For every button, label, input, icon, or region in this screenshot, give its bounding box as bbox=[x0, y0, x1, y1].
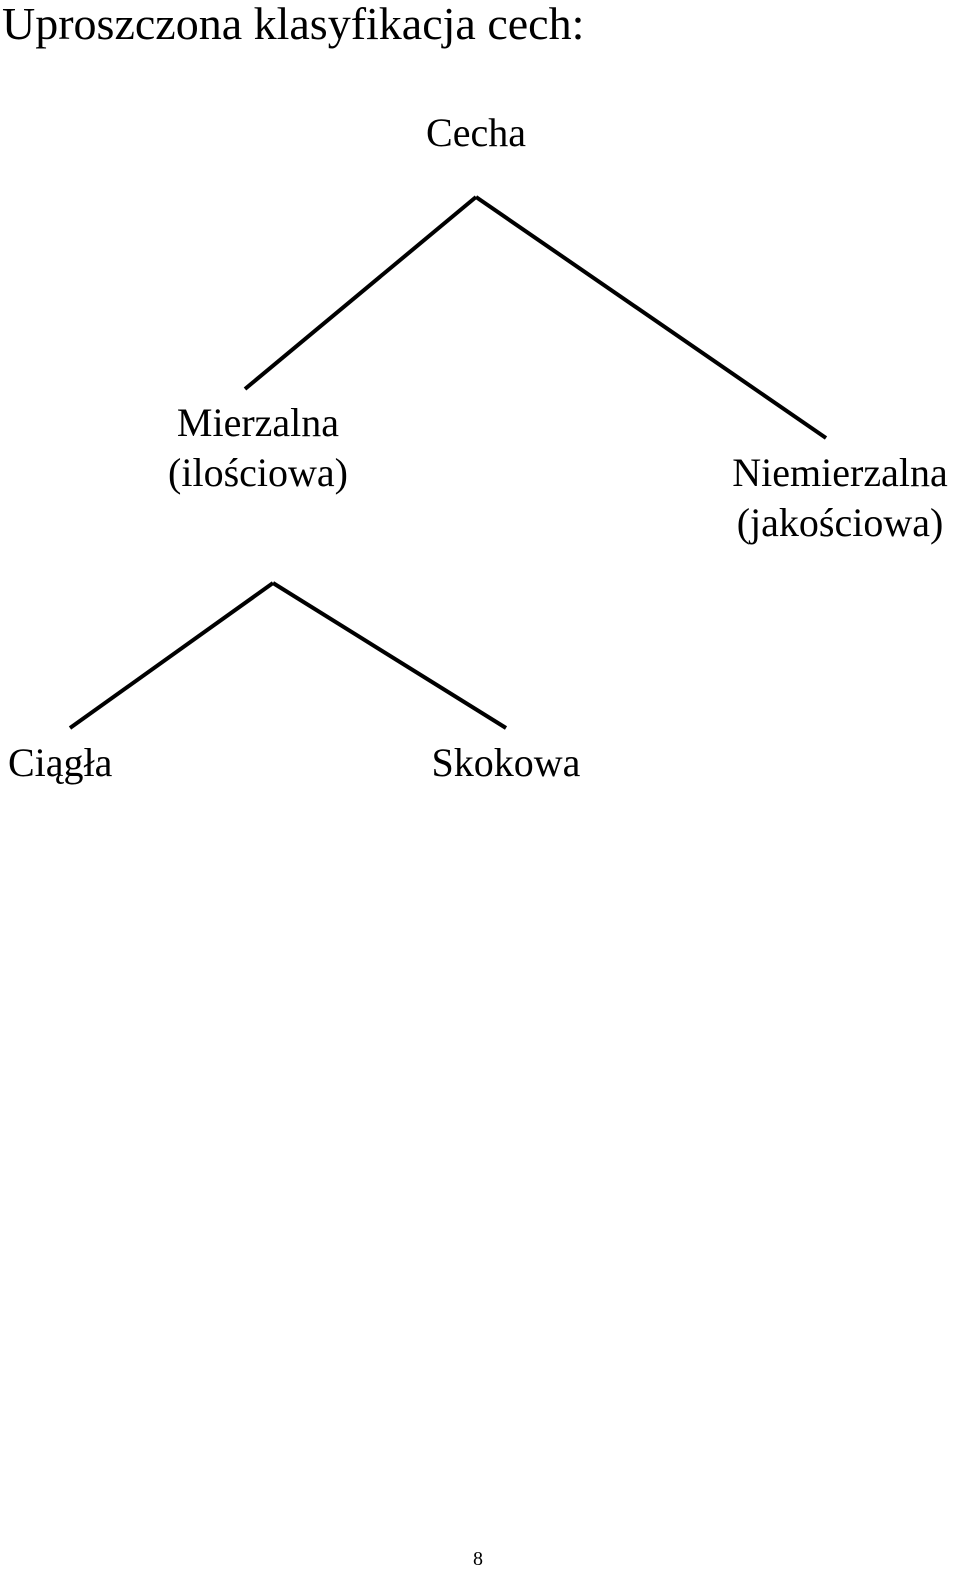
page-number: 8 bbox=[473, 1548, 483, 1570]
node-skokowa: Skokowa bbox=[406, 738, 606, 788]
node-niemierzalna: Niemierzalna (jakościowa) bbox=[700, 448, 960, 548]
node-mierzalna: Mierzalna (ilościowa) bbox=[128, 398, 388, 498]
node-niemierzalna-qualifier: (jakościowa) bbox=[736, 500, 944, 545]
node-mierzalna-label: Mierzalna bbox=[176, 400, 340, 445]
edge-mierzalna-ciagla bbox=[68, 581, 275, 730]
node-niemierzalna-label: Niemierzalna bbox=[732, 450, 948, 495]
edge-cecha-mierzalna bbox=[243, 195, 478, 391]
node-cecha-label: Cecha bbox=[426, 110, 526, 155]
edge-mierzalna-skokowa bbox=[271, 581, 508, 730]
node-skokowa-label: Skokowa bbox=[431, 740, 581, 785]
edge-cecha-niemierzalna bbox=[474, 195, 828, 440]
node-ciagla: Ciągła bbox=[8, 738, 138, 788]
node-ciagla-label: Ciągła bbox=[8, 740, 113, 785]
node-mierzalna-qualifier: (ilościowa) bbox=[168, 450, 348, 495]
node-cecha: Cecha bbox=[376, 108, 576, 158]
page-title: Uproszczona klasyfikacja cech: bbox=[2, 0, 585, 49]
